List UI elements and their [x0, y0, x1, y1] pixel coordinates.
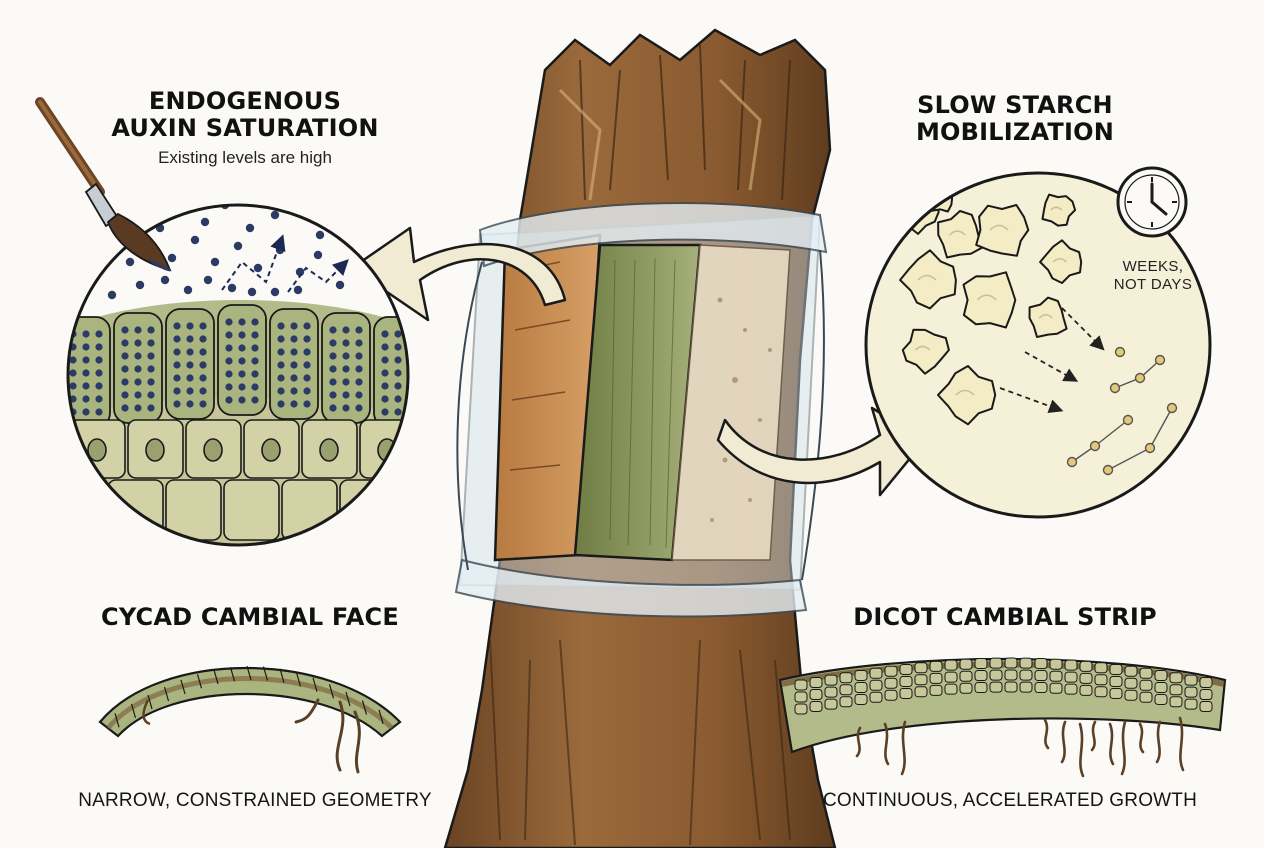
- arrow-right-icon: [716, 406, 927, 497]
- starch-title: SLOW STARCH MOBILIZATION: [905, 92, 1125, 146]
- auxin-cell-circle: [66, 203, 410, 547]
- auxin-title: ENDOGENOUS AUXIN SATURATION: [110, 88, 380, 142]
- dicot-title: DICOT CAMBIAL STRIP: [853, 603, 1157, 631]
- starch-title-line2: MOBILIZATION: [915, 117, 1115, 146]
- cycad-title: CYCAD CAMBIAL FACE: [101, 603, 399, 631]
- clock-note: WEEKS, NOT DAYS: [1098, 258, 1208, 294]
- clock-icon: [1116, 166, 1188, 238]
- auxin-subtitle: Existing levels are high: [158, 148, 332, 167]
- clock-note-line1: WEEKS,: [1122, 258, 1184, 275]
- clock-note-line2: NOT DAYS: [1113, 276, 1193, 293]
- dicot-caption: CONTINUOUS, ACCELERATED GROWTH: [822, 790, 1198, 811]
- paintbrush-icon: [35, 97, 172, 272]
- starch-title-line1: SLOW STARCH: [917, 91, 1113, 119]
- cycad-caption: NARROW, CONSTRAINED GEOMETRY: [78, 790, 432, 811]
- cycad-cambial-strip: [98, 665, 402, 774]
- dicot-cambial-strip: [778, 657, 1227, 778]
- arrow-left-icon: [350, 226, 567, 322]
- auxin-title-line2: AUXIN SATURATION: [111, 113, 379, 142]
- graft-wound: [454, 202, 828, 618]
- starch-circle: [864, 171, 1212, 519]
- auxin-title-line1: ENDOGENOUS: [148, 87, 342, 115]
